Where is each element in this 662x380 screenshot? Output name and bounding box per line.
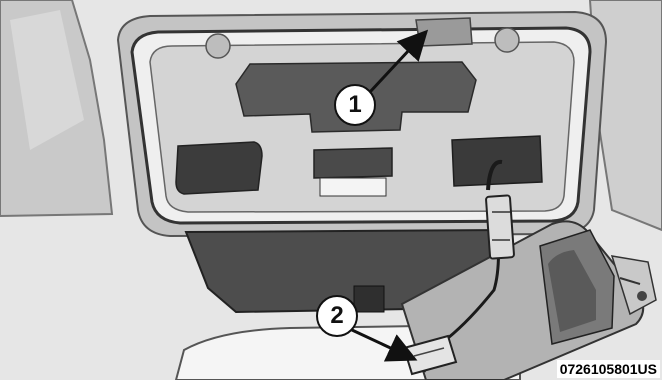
harness-connector [486,195,514,259]
callout-1-badge: 1 [334,84,376,126]
mounting-boss-left [206,34,230,58]
module-latch-hole [637,291,647,301]
callout-2-badge: 2 [316,295,358,337]
lower-panel-tab [354,286,384,312]
center-opening [314,148,392,178]
mounting-boss-right [495,28,519,52]
figure-code-label: 0726105801US [557,360,660,378]
retaining-clip [416,18,472,46]
center-opening-lip [320,178,386,196]
left-opening [176,142,262,194]
